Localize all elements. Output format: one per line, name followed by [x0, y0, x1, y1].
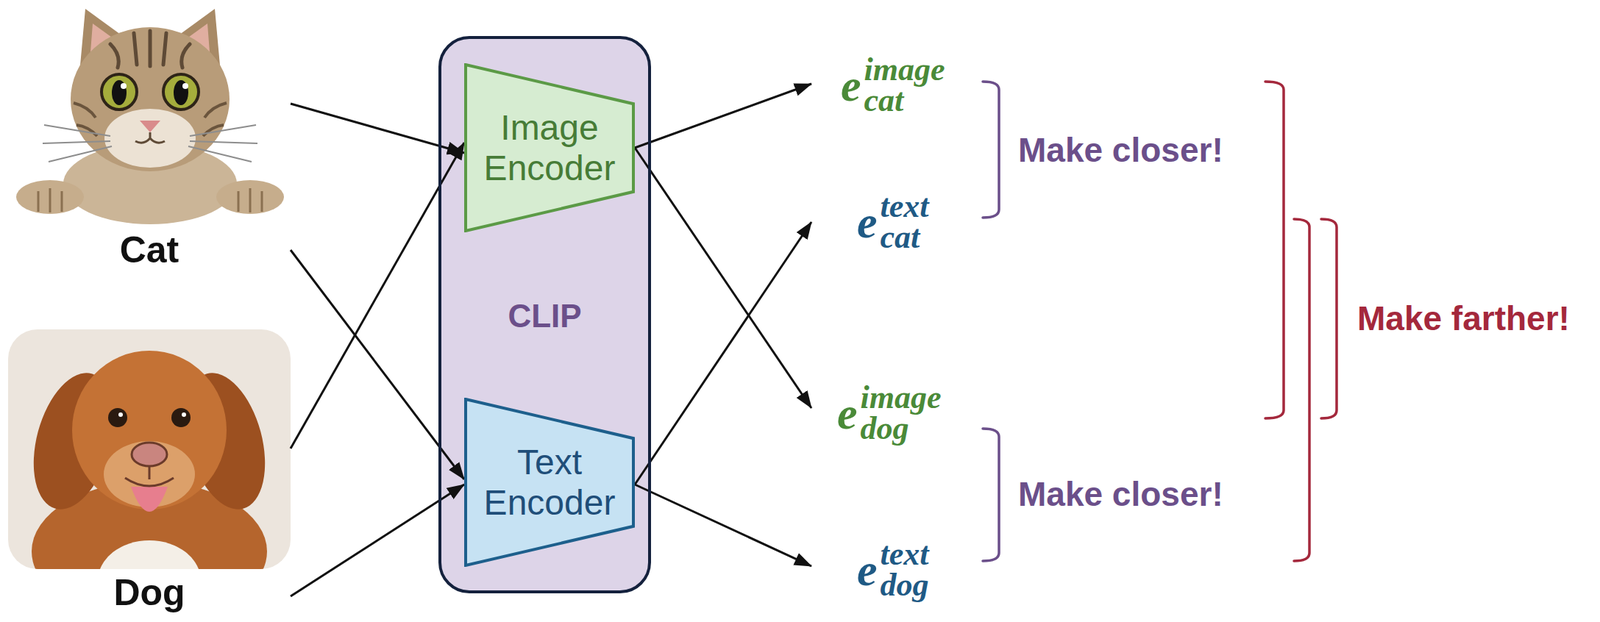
vector-index: dog	[860, 413, 942, 445]
cat-illustration-part	[101, 74, 137, 110]
vector-index: image	[864, 54, 946, 86]
dog-illustration-part-part	[72, 350, 227, 510]
embedding-vector: eimagedog	[811, 382, 942, 445]
photo-caption: Dog	[8, 570, 291, 615]
cat-illustration-part	[104, 108, 196, 168]
vector-symbol: e	[857, 199, 878, 245]
arrow-connector	[634, 484, 812, 567]
label-slot: Make closer!	[1018, 474, 1224, 515]
model-box: CLIP Image EncoderText Encoder	[438, 36, 652, 594]
encoder-label: Image Encoder	[475, 107, 624, 189]
vector-index: cat	[880, 222, 930, 254]
photo-node: Dog	[8, 329, 291, 615]
index-column: imagedog	[860, 382, 942, 445]
closer-brackets-part	[982, 81, 999, 218]
vector-index: cat	[864, 85, 946, 117]
encoder-trapezoid: Image Encoder	[464, 63, 635, 233]
cat-illustration-part	[38, 188, 262, 213]
vector-symbol: e	[837, 390, 858, 437]
farther-brackets-part	[1321, 219, 1337, 419]
vector-index: image	[860, 382, 942, 414]
label-slot: Make farther!	[1357, 298, 1570, 340]
cat-illustration-part	[173, 80, 189, 106]
callout-text: Make closer!	[1018, 130, 1224, 171]
encoder-outline	[464, 397, 635, 568]
cat-illustration-part	[70, 27, 230, 172]
clip-box-fill	[439, 37, 650, 593]
closer-brackets	[982, 81, 999, 562]
encoder-shape	[465, 64, 634, 231]
encoder-trapezoid: Text Encoder	[464, 397, 635, 568]
cat-illustration-part	[163, 74, 199, 110]
dog-illustration-part-part	[125, 466, 174, 487]
dog-illustration-part-part	[181, 412, 187, 418]
callout-text: Make farther!	[1357, 298, 1570, 340]
callout-text: Make closer!	[1018, 474, 1224, 515]
cat-illustration-part	[111, 80, 127, 106]
photo-node: Cat	[18, 5, 291, 273]
label-slot: Make closer!	[1018, 130, 1224, 171]
cat-illustration-part	[182, 83, 189, 90]
cat-illustration-part	[120, 83, 127, 90]
index-column: textcat	[880, 191, 930, 254]
cat-illustration	[16, 8, 284, 225]
dog-illustration-part-part	[108, 408, 128, 428]
dog-illustration-part-part	[97, 540, 201, 570]
arrow-connector	[634, 222, 812, 485]
encoder-shape	[465, 399, 634, 566]
embedding-vector: etextcat	[811, 191, 930, 254]
cat-illustration-part	[135, 132, 165, 143]
vector-symbol: e	[840, 62, 862, 109]
photo-caption: Cat	[18, 228, 281, 273]
vector-index: text	[880, 539, 930, 571]
farther-brackets-part	[1265, 81, 1284, 419]
embedding-vector: etextdog	[811, 539, 930, 602]
farther-brackets	[1265, 81, 1337, 562]
arrow-connector	[634, 147, 812, 409]
dog-illustration	[8, 329, 291, 622]
arrow-connector	[634, 83, 812, 148]
vector-symbol: e	[857, 547, 878, 593]
cat-illustration-part	[110, 30, 190, 68]
embedding-vector: eimagecat	[811, 54, 946, 117]
encoder-label: Text Encoder	[475, 442, 624, 524]
farther-brackets-part	[1293, 219, 1310, 562]
vector-index: text	[880, 191, 930, 223]
index-column: textdog	[880, 539, 930, 602]
cat-illustration-part	[139, 120, 161, 133]
cat-illustration-part	[42, 125, 258, 162]
dog-illustration-part-part	[130, 486, 168, 512]
dog-illustration-part-part	[118, 412, 123, 418]
closer-brackets-part	[982, 428, 999, 562]
model-name: CLIP	[441, 297, 649, 337]
index-column: imagecat	[864, 54, 946, 117]
vector-index: dog	[880, 570, 930, 602]
dog-illustration-part-part	[171, 408, 191, 428]
dog-illustration-part	[19, 350, 279, 570]
connector-group	[290, 83, 812, 597]
dog-illustration-part-part	[131, 442, 167, 467]
encoder-outline	[464, 63, 635, 233]
